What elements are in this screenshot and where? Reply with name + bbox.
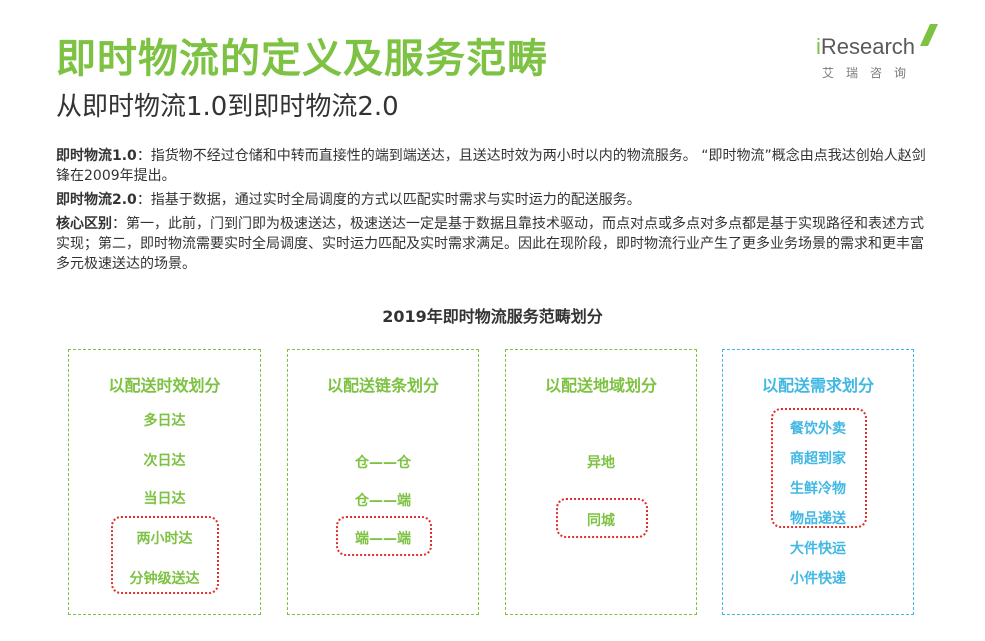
logo-wordmark: iResearch [816,34,915,60]
page-title: 即时物流的定义及服务范畴 [56,36,548,82]
category-item: 分钟级送达 [129,571,200,587]
definition-2: 即时物流2.0：指基于数据，通过实时全局调度的方式以匹配实时需求与实时运力的配送… [56,190,936,210]
definition-3: 核心区别：第一，此前，门到门即为极速送达，极速送达一定是基于数据且靠技术驱动，而… [56,214,936,274]
definition-term: 即时物流1.0 [56,148,137,164]
category-item: 多日达 [143,413,186,429]
logo-prefix: i [816,34,821,59]
category-box-demand: 以配送需求划分 餐饮外卖 商超到家 生鲜冷物 物品递送 大件快运 小件快递 [722,349,914,615]
category-item: 异地 [587,455,615,471]
highlight-outline [556,498,648,538]
iresearch-logo: iResearch 艾瑞咨询 [812,16,942,84]
category-box-timeliness: 以配送时效划分 多日达 次日达 当日达 两小时达 分钟级送达 [68,349,261,615]
category-title: 以配送时效划分 [108,376,221,395]
logo-word-rest: Research [820,34,916,59]
category-item: 仓——仓 [355,455,411,471]
category-title: 以配送需求划分 [761,376,874,395]
category-item: 端——端 [355,531,411,547]
category-item: 餐饮外卖 [790,421,846,437]
category-box-chain: 以配送链条划分 仓——仓 仓——端 端——端 [287,349,479,615]
definition-text: ：第一，此前，门到门即为极速送达，极速送达一定是基于数据且靠技术驱动，而点对点或… [56,216,924,272]
category-item: 小件快递 [790,571,846,587]
category-item: 两小时达 [136,531,193,547]
category-item: 生鲜冷物 [790,481,846,497]
category-item: 同城 [587,513,615,529]
logo-chinese: 艾瑞咨询 [822,66,919,80]
definitions-block: 即时物流1.0：指货物不经过仓储和中转而直接性的端到端送达，且送达时效为两小时以… [56,146,936,278]
diagram-title: 2019年即时物流服务范畴划分 [382,307,603,326]
highlight-outline [771,408,867,528]
definition-1: 即时物流1.0：指货物不经过仓储和中转而直接性的端到端送达，且送达时效为两小时以… [56,146,936,186]
category-item: 大件快运 [790,541,846,557]
page-subtitle: 从即时物流1.0到即时物流2.0 [56,92,399,122]
category-item: 商超到家 [790,451,846,467]
category-box-region: 以配送地域划分 异地 同城 [505,349,697,615]
category-item: 次日达 [143,453,186,469]
category-item: 物品递送 [790,511,846,527]
definition-text: ：指货物不经过仓储和中转而直接性的端到端送达，且送达时效为两小时以内的物流服务。… [56,148,926,184]
category-title: 以配送地域划分 [544,376,657,395]
definition-term: 核心区别 [56,216,112,232]
definition-text: ：指基于数据，通过实时全局调度的方式以匹配实时需求与实时运力的配送服务。 [136,192,641,208]
logo-slash-icon [920,24,938,46]
definition-term: 即时物流2.0 [56,192,137,208]
highlight-outline [336,516,432,556]
category-item: 仓——端 [355,493,411,509]
category-item: 当日达 [143,491,186,507]
highlight-outline [111,516,219,594]
category-title: 以配送链条划分 [326,376,439,395]
